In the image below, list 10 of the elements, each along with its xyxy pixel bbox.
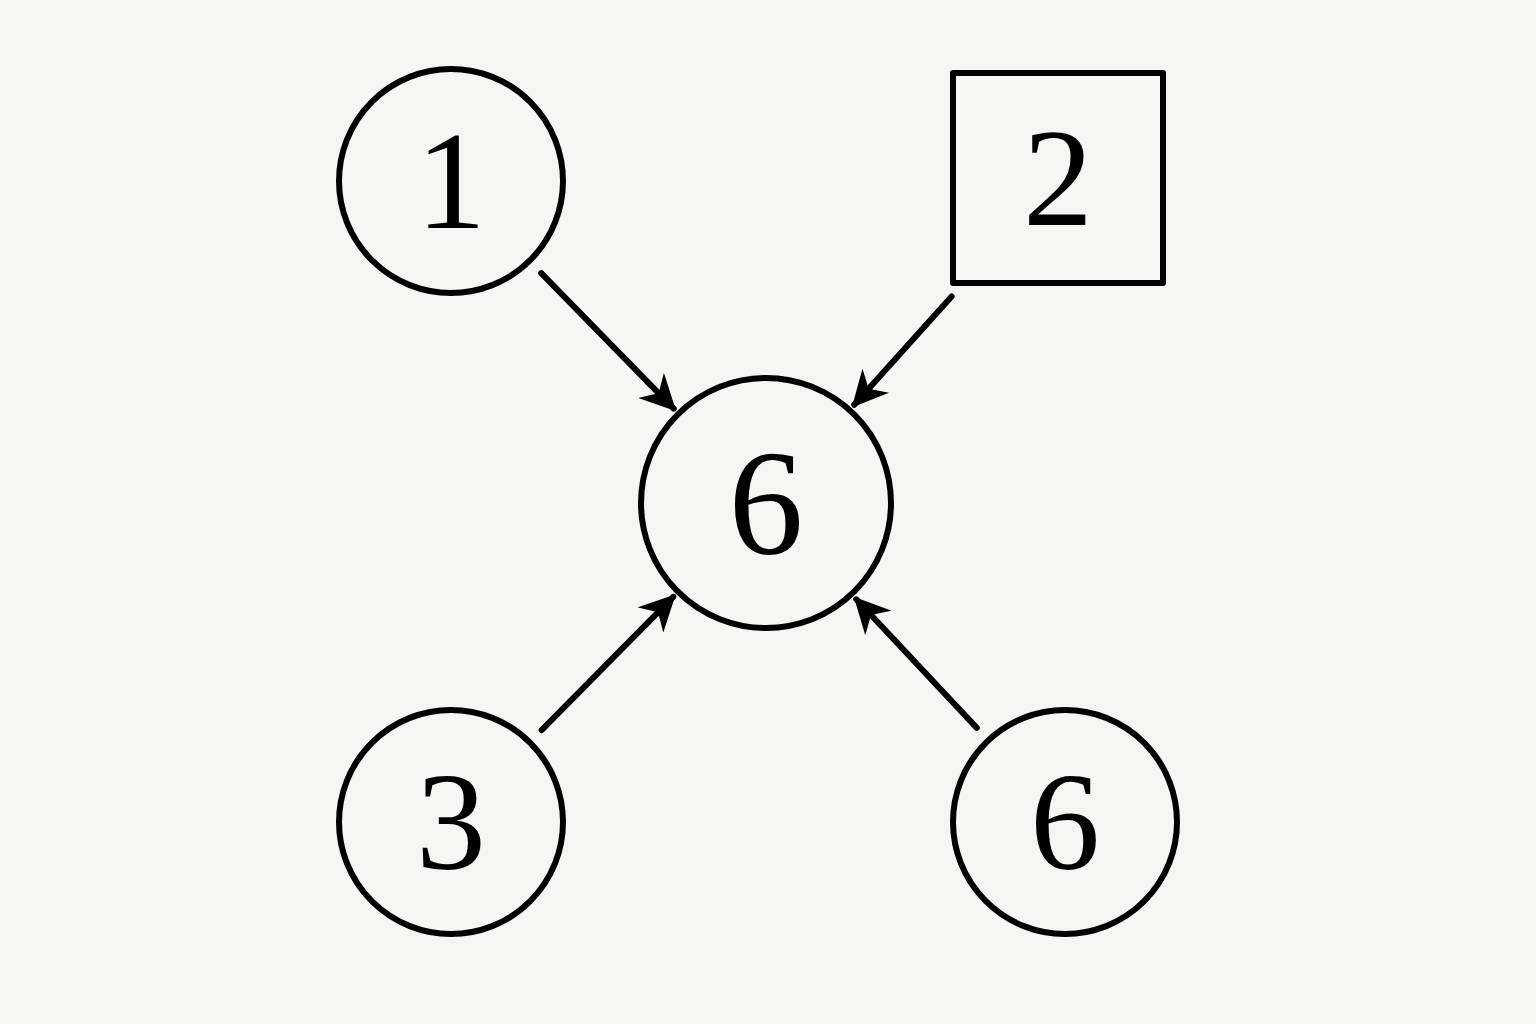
arrow: [853, 596, 980, 731]
arrow: [538, 593, 677, 734]
node-number: 2: [1023, 108, 1093, 248]
node-number: 3: [416, 752, 486, 892]
node-number: 6: [1030, 752, 1100, 892]
square-node: [950, 70, 1166, 286]
node-number: 6: [728, 428, 804, 578]
arrow: [538, 270, 677, 412]
node-number: 1: [416, 111, 486, 251]
arrow: [851, 293, 955, 408]
